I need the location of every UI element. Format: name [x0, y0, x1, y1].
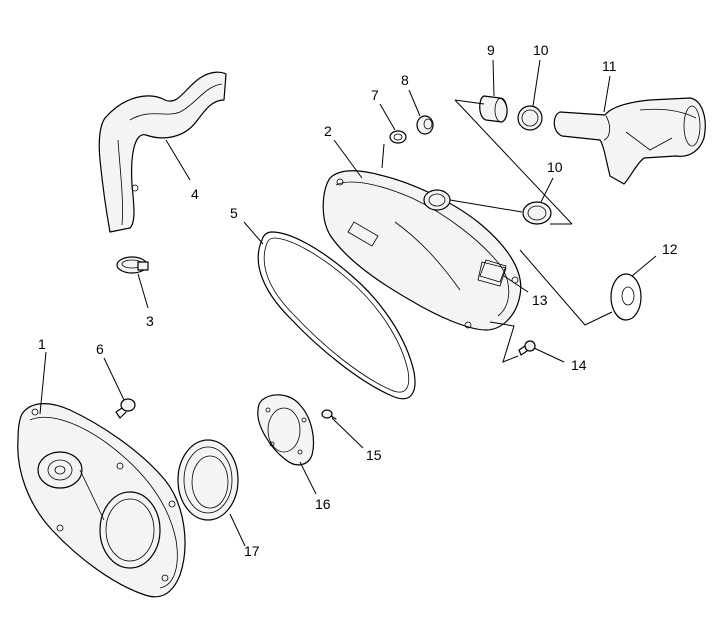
callout-7: 7 — [371, 87, 379, 103]
part-13-label — [479, 259, 507, 283]
part-7-o-ring — [389, 130, 407, 144]
leader-8 — [408, 89, 421, 117]
part-10-upper-clamp — [517, 105, 543, 131]
leader-6 — [103, 357, 125, 401]
leader-7 — [379, 103, 396, 131]
leader-11 — [603, 75, 611, 113]
leader-5 — [243, 221, 264, 245]
callout-10-upper: 10 — [533, 42, 549, 58]
assembly-line-duct — [454, 99, 573, 225]
part-14-screw — [518, 340, 536, 356]
part-16-plate — [257, 394, 315, 466]
part-2-inner-cover — [322, 170, 522, 331]
leader-12 — [631, 255, 657, 277]
leader-13 — [503, 275, 529, 293]
leader-10a — [532, 59, 541, 107]
leader-lines — [39, 59, 657, 547]
callout-labels: 1 2 3 4 5 6 7 8 9 10 11 10 12 13 14 15 1… — [38, 42, 678, 559]
assembly-line-screw — [489, 321, 519, 363]
callout-9: 9 — [487, 42, 495, 58]
part-11-outlet-duct — [553, 97, 706, 185]
part-9-duct-coupler — [479, 95, 508, 123]
part-12-seal — [610, 273, 642, 321]
assembly-line-seal — [519, 249, 613, 326]
callout-2: 2 — [324, 123, 332, 139]
leader-14 — [533, 347, 565, 363]
leader-16 — [299, 461, 317, 495]
callout-13: 13 — [532, 292, 548, 308]
leader-15 — [331, 417, 364, 449]
assembly-line-coupler — [449, 199, 523, 213]
part-1-outer-cover — [17, 403, 186, 598]
part-3-hose-clamp — [116, 256, 149, 274]
callout-15: 15 — [366, 447, 382, 463]
callout-1: 1 — [38, 336, 46, 352]
leader-2 — [333, 139, 363, 179]
callout-14: 14 — [571, 357, 587, 373]
callout-8: 8 — [401, 72, 409, 88]
callout-16: 16 — [315, 496, 331, 512]
callout-17: 17 — [244, 543, 260, 559]
callout-11: 11 — [602, 58, 617, 74]
callout-12: 12 — [662, 241, 678, 257]
leader-9 — [492, 59, 495, 97]
leader-1 — [39, 351, 47, 415]
assembly-line-duct-top — [454, 99, 485, 105]
part-4-intake-hose — [98, 71, 227, 233]
part-6-bolt — [115, 398, 136, 419]
callout-6: 6 — [96, 341, 104, 357]
leader-3 — [137, 273, 149, 309]
part-15-screw — [321, 409, 337, 420]
part-17-seal-ring — [177, 439, 239, 521]
callout-3: 3 — [146, 313, 154, 329]
leader-4 — [165, 139, 191, 181]
part-8-plug — [416, 115, 434, 135]
callout-10-lower: 10 — [547, 159, 563, 175]
leader-17 — [229, 513, 246, 547]
callout-5: 5 — [230, 205, 238, 221]
part-5-drive-belt — [257, 231, 416, 400]
part-10-lower-clamp — [522, 201, 552, 225]
leader-10b — [540, 177, 554, 203]
callout-4: 4 — [191, 186, 199, 202]
assembly-line-plug — [381, 143, 385, 169]
